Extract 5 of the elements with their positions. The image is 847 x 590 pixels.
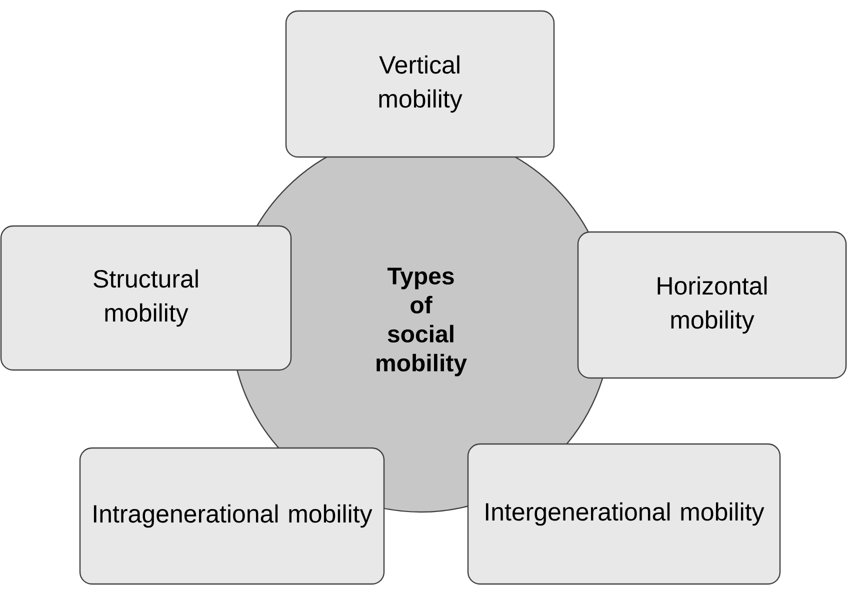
type-box: Horizontal mobility xyxy=(577,231,847,379)
type-box: Intragenerational mobility xyxy=(79,447,385,585)
type-box: Intergenerational mobility xyxy=(467,443,781,585)
type-box: Vertical mobility xyxy=(285,10,555,158)
type-box: Structural mobility xyxy=(0,225,292,371)
